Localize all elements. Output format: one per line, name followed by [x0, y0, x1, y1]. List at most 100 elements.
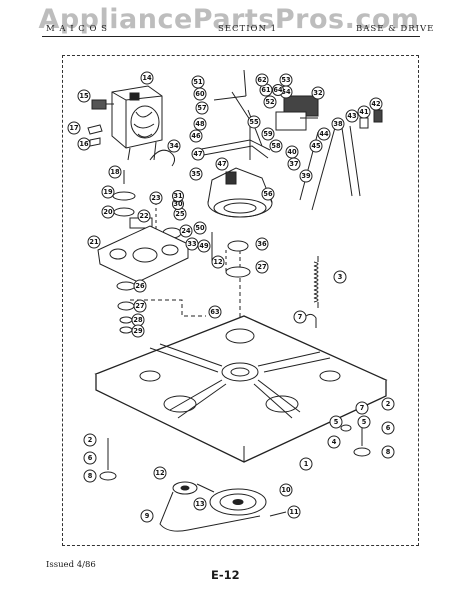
- svg-text:49: 49: [199, 242, 209, 250]
- svg-text:43: 43: [347, 112, 357, 120]
- svg-text:32: 32: [313, 89, 323, 97]
- callout-18: 18: [108, 165, 122, 179]
- svg-text:59: 59: [263, 130, 273, 138]
- page-number: E-12: [211, 568, 240, 582]
- callout-37: 37: [287, 157, 301, 171]
- svg-text:25: 25: [175, 210, 185, 218]
- callout-7: 7: [293, 310, 307, 324]
- svg-text:6: 6: [386, 424, 391, 432]
- svg-text:34: 34: [169, 142, 179, 150]
- callout-64: 64: [272, 84, 284, 96]
- callout-59: 59: [261, 127, 275, 141]
- svg-text:18: 18: [110, 168, 120, 176]
- callout-27: 27: [133, 299, 147, 313]
- callout-13: 13: [193, 497, 207, 511]
- svg-text:4: 4: [332, 438, 337, 446]
- header-title: BASE & DRIVE: [356, 24, 435, 34]
- svg-text:5: 5: [362, 418, 367, 426]
- callout-23: 23: [149, 191, 163, 205]
- callout-60: 60: [193, 87, 207, 101]
- header-rule: [42, 36, 420, 38]
- header-section: SECTION 1: [218, 24, 278, 34]
- callout-47-top: 47: [215, 157, 229, 171]
- callout-58: 58: [269, 139, 283, 153]
- callout-16: 16: [77, 137, 91, 151]
- callout-6-right: 6: [381, 421, 395, 435]
- svg-text:64: 64: [273, 86, 283, 94]
- solenoid: [275, 95, 319, 131]
- callout-2-right: 2: [381, 397, 395, 411]
- transmission-top: [207, 167, 273, 218]
- callout-29: 29: [131, 324, 145, 338]
- svg-text:41: 41: [359, 108, 369, 116]
- callout-24: 24: [179, 224, 193, 238]
- svg-text:9: 9: [145, 512, 150, 520]
- svg-text:26: 26: [135, 282, 145, 290]
- callout-51: 51: [191, 75, 205, 89]
- svg-text:46: 46: [191, 132, 201, 140]
- callout-38: 38: [331, 117, 345, 131]
- svg-text:33: 33: [187, 240, 197, 248]
- callout-9: 9: [140, 509, 154, 523]
- diagram-frame: [62, 55, 419, 546]
- callout-45: 45: [309, 139, 323, 153]
- svg-text:61: 61: [261, 86, 271, 94]
- callout-63: 63: [208, 305, 222, 319]
- tension-spring: [313, 256, 319, 308]
- svg-text:44: 44: [319, 130, 329, 138]
- callout-53: 53: [279, 73, 293, 87]
- callout-49: 49: [197, 239, 211, 253]
- svg-text:19: 19: [103, 188, 113, 196]
- callout-44: 44: [317, 127, 331, 141]
- svg-text:47: 47: [217, 160, 227, 168]
- callout-20: 20: [101, 205, 115, 219]
- callout-labels: 14 15 16 17 18 19 20 21 22 23 24 25 26 2…: [67, 71, 395, 523]
- svg-text:48: 48: [195, 120, 205, 128]
- svg-text:7: 7: [360, 404, 365, 412]
- svg-text:47: 47: [193, 150, 203, 158]
- svg-text:21: 21: [89, 238, 99, 246]
- callout-12-top: 12: [211, 255, 225, 269]
- callout-34: 34: [167, 139, 181, 153]
- callout-11: 11: [287, 505, 301, 519]
- svg-text:39: 39: [301, 172, 311, 180]
- motor-assembly: [111, 85, 163, 161]
- svg-text:22: 22: [139, 212, 149, 220]
- callout-27-top: 27: [255, 260, 269, 274]
- svg-text:45: 45: [311, 142, 321, 150]
- svg-text:31: 31: [173, 192, 183, 200]
- svg-text:11: 11: [289, 508, 299, 516]
- svg-text:58: 58: [271, 142, 281, 150]
- callout-26: 26: [133, 279, 147, 293]
- callout-15: 15: [77, 89, 91, 103]
- svg-text:24: 24: [181, 227, 191, 235]
- callout-35: 35: [189, 167, 203, 181]
- motor-switch: [91, 99, 114, 110]
- base-plate: [94, 315, 388, 463]
- svg-text:8: 8: [88, 472, 93, 480]
- svg-text:50: 50: [195, 224, 205, 232]
- callout-10: 10: [279, 483, 293, 497]
- callout-7-right: 7: [355, 401, 369, 415]
- svg-text:60: 60: [195, 90, 205, 98]
- callout-46: 46: [189, 129, 203, 143]
- svg-text:2: 2: [386, 400, 391, 408]
- callout-5: 5: [329, 415, 343, 429]
- callout-52: 52: [263, 95, 277, 109]
- svg-text:62: 62: [257, 76, 267, 84]
- callout-14: 14: [140, 71, 154, 85]
- callout-5-right: 5: [357, 415, 371, 429]
- header-brand: M A I C O S: [46, 24, 109, 34]
- svg-text:40: 40: [287, 148, 297, 156]
- svg-text:27: 27: [257, 263, 267, 271]
- callout-1: 1: [299, 457, 313, 471]
- callout-28: 28: [131, 313, 145, 327]
- callout-19: 19: [101, 185, 115, 199]
- callout-32: 32: [311, 86, 325, 100]
- callout-42: 42: [369, 97, 383, 111]
- svg-text:13: 13: [195, 500, 205, 508]
- callout-40: 40: [285, 145, 299, 159]
- svg-text:35: 35: [191, 170, 201, 178]
- svg-text:2: 2: [88, 436, 93, 444]
